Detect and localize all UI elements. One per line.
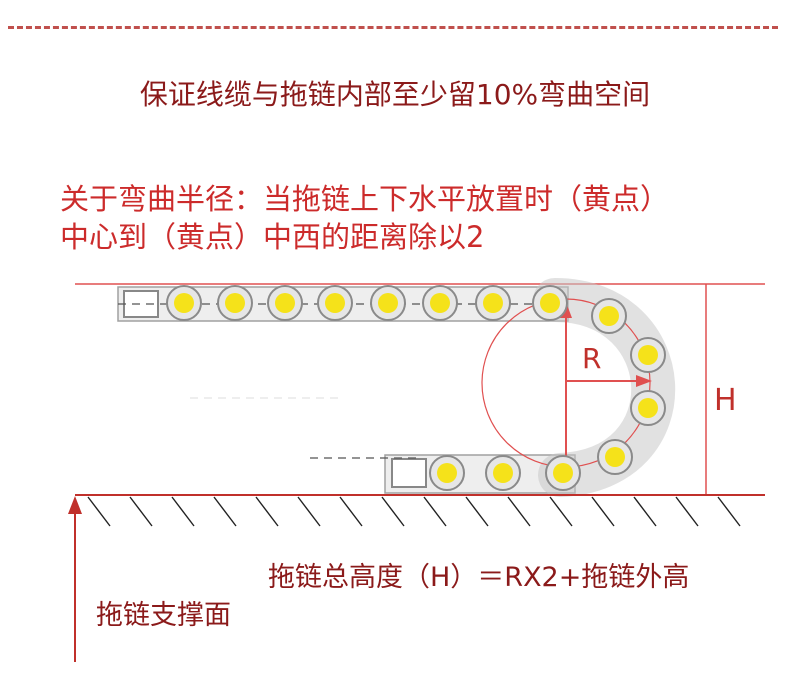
height-label: H <box>714 383 737 418</box>
support-pointer-arrowhead <box>68 496 82 514</box>
chain-link <box>591 298 627 334</box>
chain-link <box>429 455 465 491</box>
bend-radius-note: 关于弯曲半径：当拖链上下水平放置时（黄点） 中心到（黄点）中西的距离除以2 <box>60 180 669 256</box>
lower-chain-end-bracket <box>391 458 427 488</box>
chain-link <box>475 285 511 321</box>
chain-link <box>630 337 666 373</box>
radius-label: R <box>582 342 602 375</box>
chain-link <box>166 285 202 321</box>
note-line-2: 中心到（黄点）中西的距离除以2 <box>60 220 485 254</box>
support-surface-label: 拖链支撑面 <box>96 600 231 631</box>
upper-chain-links <box>166 285 568 321</box>
chain-link <box>217 285 253 321</box>
bend-chain-links <box>591 298 666 475</box>
top-dashed-divider <box>8 26 778 29</box>
chain-link <box>532 285 568 321</box>
chain-link <box>597 439 633 475</box>
total-height-formula: 拖链总高度（H）＝RX2+拖链外高 <box>268 562 690 593</box>
chain-link <box>370 285 406 321</box>
page-title: 保证线缆与拖链内部至少留10%弯曲空间 <box>139 78 651 111</box>
note-line-1: 关于弯曲半径：当拖链上下水平放置时（黄点） <box>60 182 670 216</box>
chain-link <box>422 285 458 321</box>
chain-link <box>317 285 353 321</box>
chain-link <box>267 285 303 321</box>
radius-arrow-right <box>636 375 652 387</box>
chain-link <box>485 455 521 491</box>
chain-link <box>545 455 581 491</box>
chain-link <box>630 390 666 426</box>
support-hatching <box>87 496 741 527</box>
lower-chain-links <box>429 455 581 491</box>
